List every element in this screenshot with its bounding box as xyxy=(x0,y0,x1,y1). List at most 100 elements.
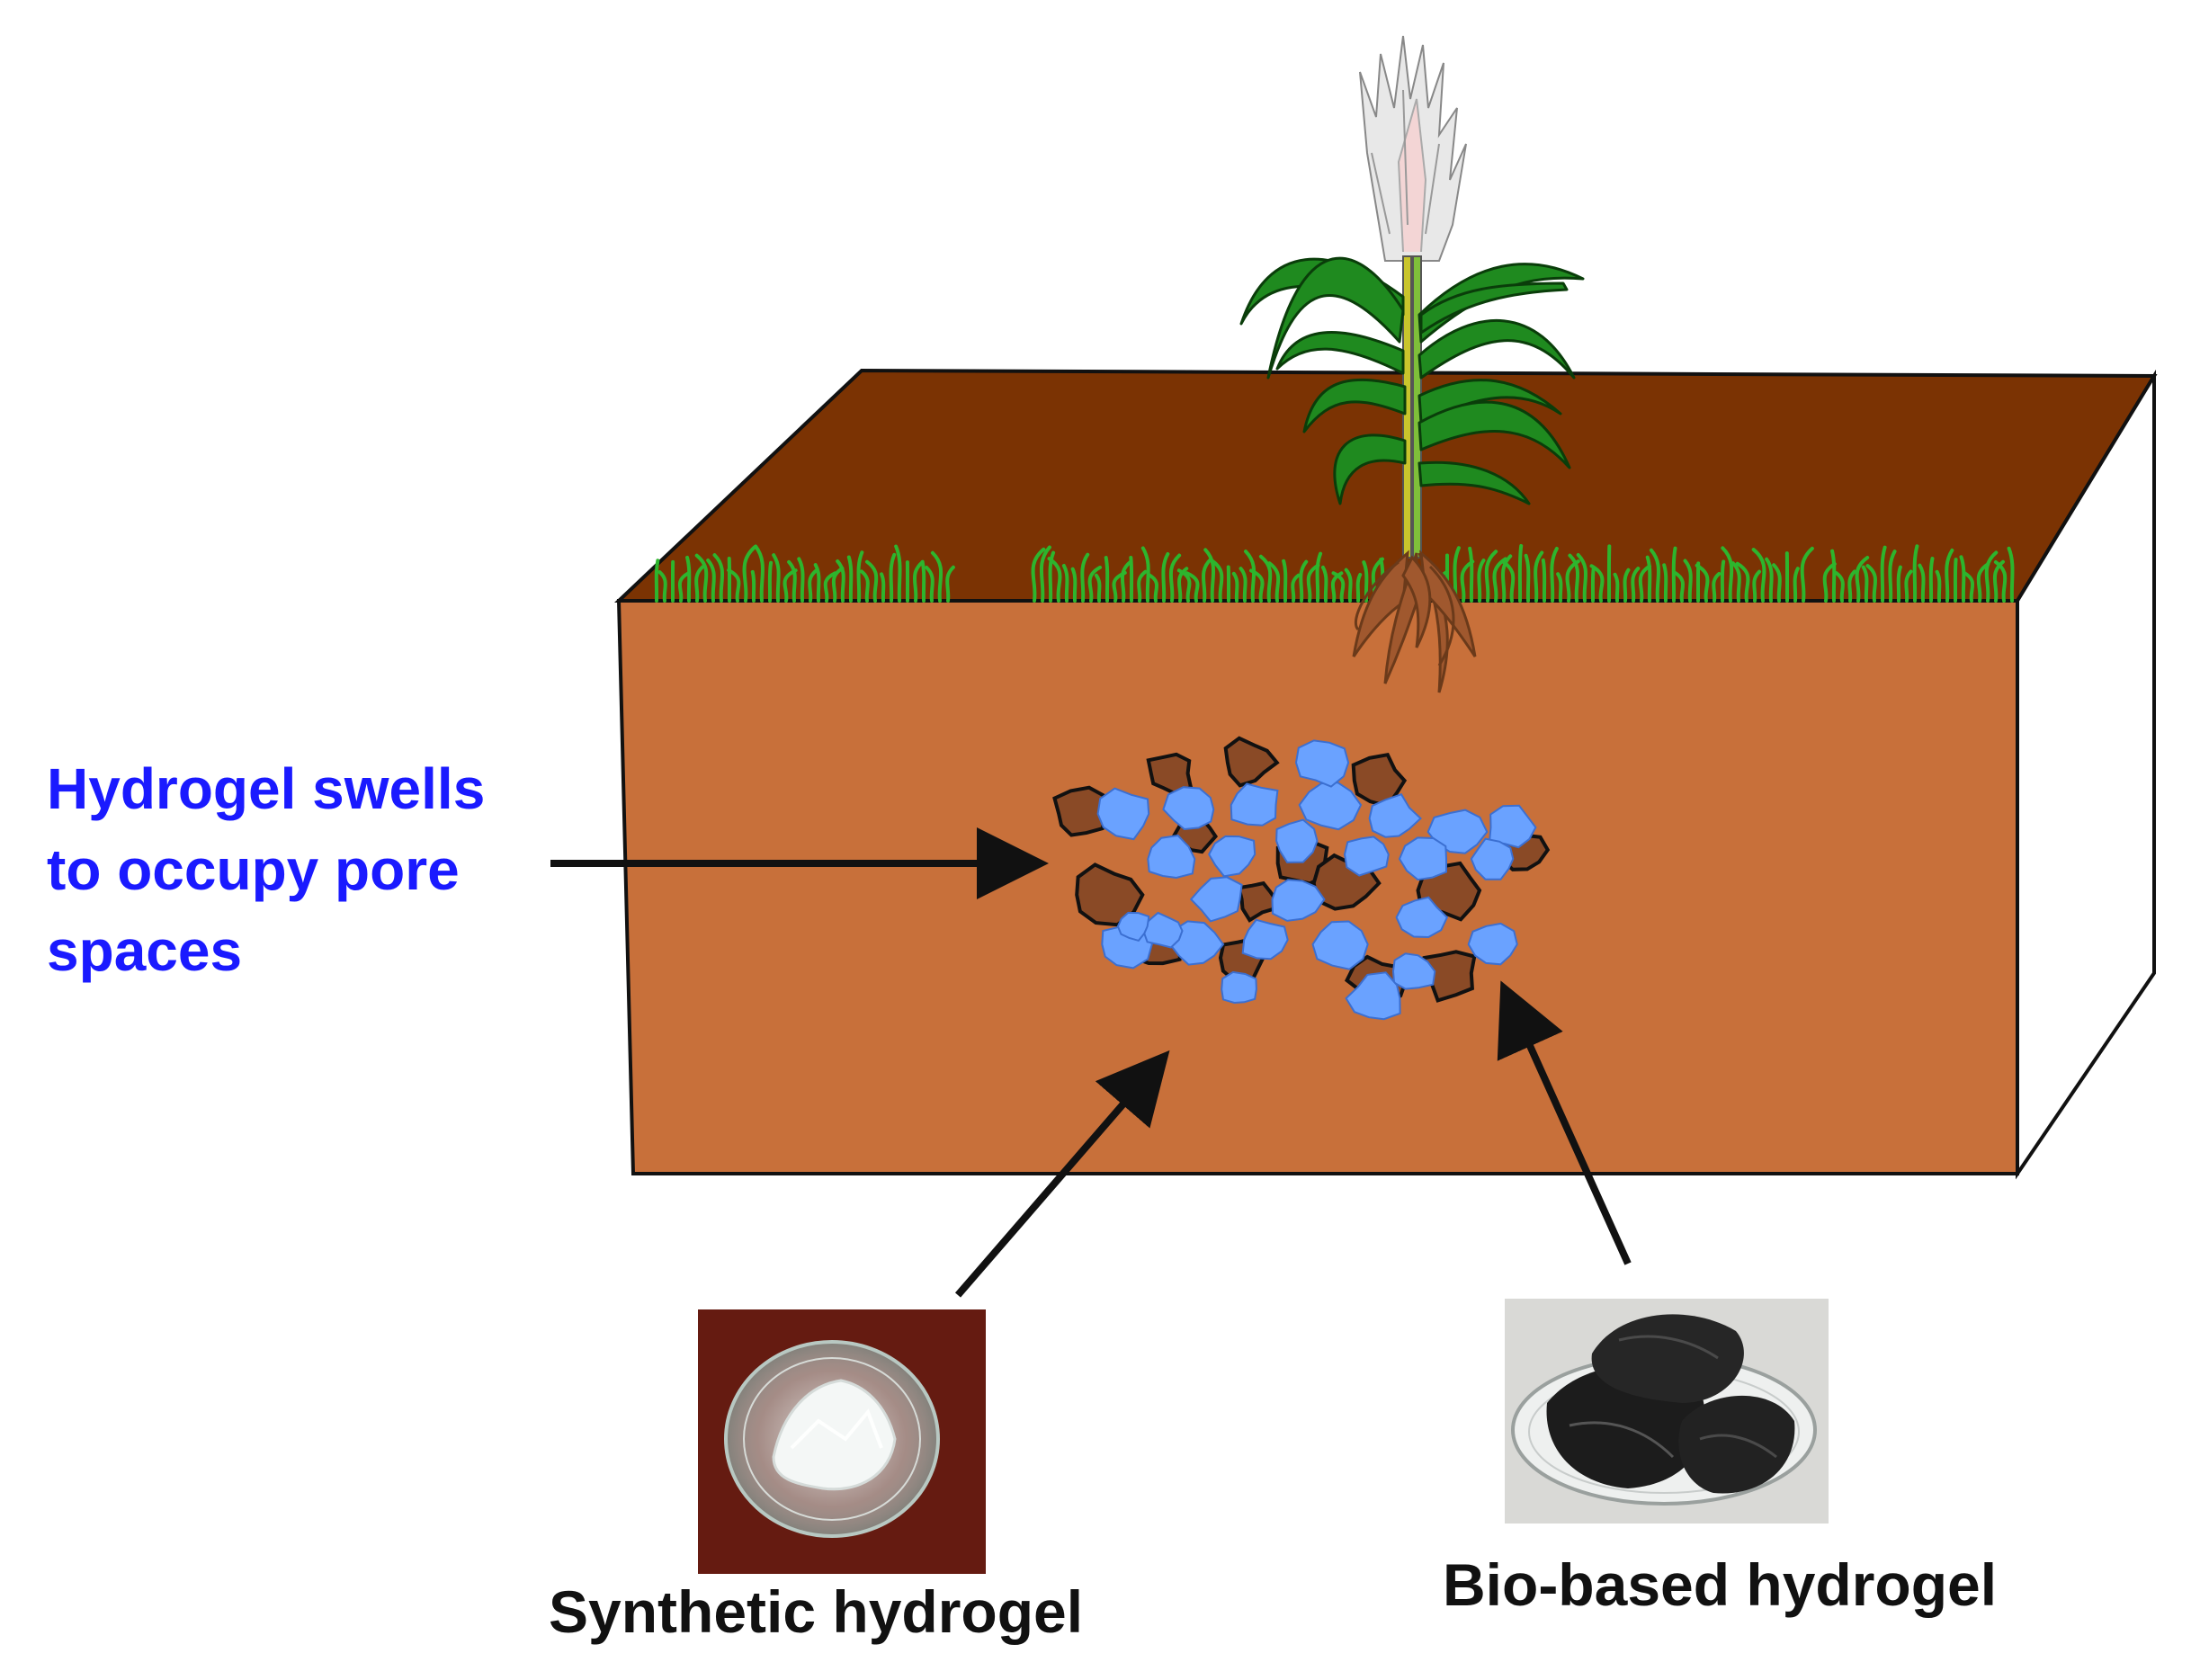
grass-blade xyxy=(1822,562,1837,603)
grass-blade xyxy=(930,550,943,603)
hydrogel-particle xyxy=(1208,835,1257,878)
soil-particle xyxy=(1223,736,1280,788)
grass-blade xyxy=(1556,572,1563,603)
grass-blade xyxy=(1880,545,1887,603)
grass-blade xyxy=(1721,546,1734,603)
grass-blade xyxy=(1249,568,1265,603)
grass-blade xyxy=(846,555,854,603)
grass-blade xyxy=(1161,551,1170,603)
grass-blade xyxy=(694,565,705,603)
grass-blade xyxy=(808,568,818,603)
grass-blade xyxy=(1501,560,1516,603)
grass-blade xyxy=(1589,564,1605,603)
grass-blade xyxy=(1484,550,1498,603)
grass-blade xyxy=(1613,572,1620,603)
tassel xyxy=(1359,35,1467,262)
maize-plant-icon xyxy=(1239,35,1585,693)
grass-blade xyxy=(1168,553,1182,603)
grass-blade xyxy=(1855,555,1870,603)
soil-particle xyxy=(1237,880,1278,923)
grass-blade xyxy=(1239,567,1248,603)
hydrogel-particle xyxy=(1395,896,1449,939)
grass-blade xyxy=(1094,573,1102,603)
grass-blade xyxy=(1984,550,1999,603)
grass-blade xyxy=(1830,549,1837,603)
grass-blade xyxy=(1888,550,1897,603)
grass-blade xyxy=(889,552,897,603)
grass-blade xyxy=(1918,563,1926,603)
grass-blade xyxy=(1772,563,1782,603)
hydrogel-particle xyxy=(1116,911,1150,943)
grass-blade xyxy=(1662,563,1668,603)
hydrogel-particle xyxy=(1147,834,1196,880)
swell-label-line-1: Hydrogel swells xyxy=(47,756,486,821)
grass-blade xyxy=(727,568,741,603)
grass-blade xyxy=(1534,550,1544,603)
grass-blade xyxy=(1712,571,1722,603)
grass-blade xyxy=(831,566,845,603)
grass-blade xyxy=(750,569,756,603)
hydrogel-particle xyxy=(1241,918,1289,961)
grass-blade xyxy=(712,553,725,603)
grass-blade xyxy=(912,560,925,603)
grass-blade xyxy=(823,571,837,603)
grass-blade xyxy=(1963,571,1975,603)
grass-blade xyxy=(1904,569,1913,603)
grass-blade xyxy=(772,553,781,603)
grass-blade xyxy=(1865,564,1878,603)
grass-blade xyxy=(2007,546,2015,603)
grass-blade xyxy=(797,557,805,603)
grass-blade xyxy=(1896,565,1902,603)
swollen-hydrogel-particles xyxy=(1096,739,1537,1021)
grass-blade xyxy=(1048,550,1056,603)
grass-blade xyxy=(1683,559,1693,603)
hydrogel-particle xyxy=(1398,836,1447,881)
grass-blade xyxy=(1176,568,1192,603)
grass-blade xyxy=(1087,565,1103,603)
grass-blade xyxy=(1735,561,1750,603)
grass-blade xyxy=(1492,557,1507,603)
grass-blade xyxy=(1203,548,1216,603)
grass-blade xyxy=(654,559,660,603)
grass-blade xyxy=(1765,557,1774,603)
grass-blade xyxy=(1080,552,1090,603)
grass-blade xyxy=(677,571,691,603)
grass-blade xyxy=(1070,567,1078,603)
plant-leaves xyxy=(1239,256,1585,505)
hydrogel-particle xyxy=(1426,809,1489,854)
grass-blade xyxy=(1201,557,1213,603)
grass-blade xyxy=(1039,545,1051,603)
grass-blade xyxy=(1244,550,1257,603)
hydrogel-particle xyxy=(1391,952,1436,990)
grass-blade xyxy=(836,559,845,603)
grass-blade xyxy=(1120,559,1133,603)
grass-blade xyxy=(1047,557,1062,603)
grass-blade xyxy=(813,563,821,603)
grass-blade xyxy=(1928,557,1935,603)
grass-blade xyxy=(1751,548,1766,603)
hydrogel-particle xyxy=(1298,782,1363,831)
grass-blade xyxy=(1501,554,1513,603)
grass-blade xyxy=(1959,555,1966,603)
grass-blade xyxy=(1460,559,1475,603)
grass-blade xyxy=(1576,552,1588,603)
hydrogel-particle xyxy=(1467,922,1518,966)
grass-blade xyxy=(1912,544,1919,603)
grass-blade xyxy=(1061,563,1069,603)
grass-blade xyxy=(1140,546,1150,603)
swell-label-line-2: to occupy pore xyxy=(47,837,460,902)
grass-blade xyxy=(1752,569,1762,603)
grass-blade xyxy=(767,560,774,603)
grass-blade xyxy=(1720,559,1726,603)
hydrogel-particle xyxy=(1294,739,1350,788)
grass-blade xyxy=(1993,559,2008,603)
hydrogel-particle xyxy=(1189,876,1243,923)
grass-blade xyxy=(1847,569,1856,603)
hydrogel-particle xyxy=(1470,837,1515,880)
grass-blade xyxy=(1355,572,1363,603)
arrow-biobased xyxy=(1497,980,1632,1265)
grass-blade xyxy=(1550,546,1559,603)
grass-tufts xyxy=(654,543,2015,603)
